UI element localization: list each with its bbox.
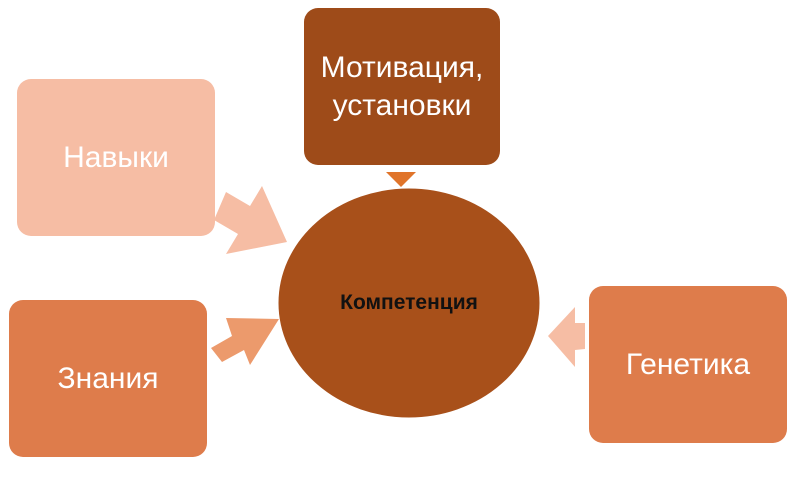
genetics-label: Генетика	[625, 347, 751, 381]
knowledge-label: Знания	[57, 361, 159, 395]
motivation-label: Мотивация, установки	[320, 51, 484, 122]
arrow-motivation	[386, 172, 416, 187]
arrow-knowledge	[211, 318, 279, 365]
competence-label: Компетенция	[340, 291, 478, 314]
skills-box: Навыки	[17, 79, 215, 236]
arrow-skills	[214, 186, 287, 254]
motivation-box: Мотивация, установки	[304, 8, 500, 165]
genetics-box: Генетика	[589, 286, 787, 443]
competence-ellipse	[275, 185, 543, 421]
arrow-genetics	[548, 307, 585, 367]
competence-node: Компетенция	[277, 187, 541, 419]
knowledge-box: Знания	[9, 300, 207, 457]
skills-label: Навыки	[63, 140, 169, 174]
